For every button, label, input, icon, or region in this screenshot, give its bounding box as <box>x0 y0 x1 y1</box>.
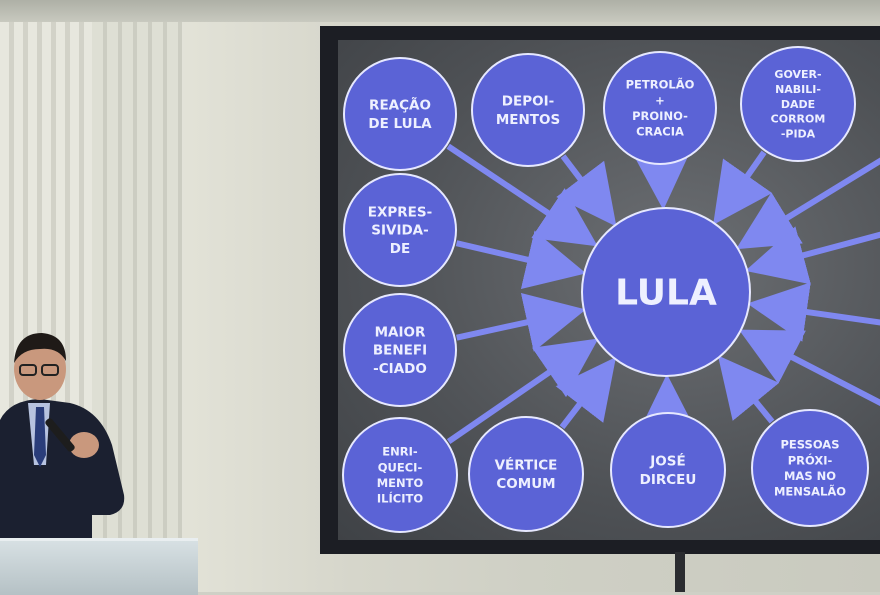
bubble-petrolao-label: PROINO- <box>632 109 688 123</box>
bubble-vertice-circle <box>469 417 583 531</box>
bubble-enriquecimento-label: QUECI- <box>378 460 423 474</box>
bubble-jose-label: JOSÉ <box>649 453 685 470</box>
bubble-enriquecimento-label: MENTO <box>377 476 424 490</box>
bubble-expressividade-label: EXPRES- <box>368 205 432 221</box>
ceiling-trim <box>0 0 880 22</box>
bubble-expressividade-label: SIVIDA- <box>371 223 428 239</box>
bubble-governabilidade-label: CORROM <box>771 113 826 126</box>
projection-screen: REAÇÃO DE LULA DEPOI- MENTOS PETROLÃO+ PROINO… <box>338 40 880 540</box>
bubble-reacao-label: REAÇÃO <box>369 97 431 114</box>
arrow-maior <box>457 312 574 338</box>
podium <box>0 538 198 595</box>
arrow-vertice <box>562 367 609 428</box>
bubble-reacao-label: DE LULA <box>368 116 432 132</box>
bubble-vertice-label: VÉRTICE <box>495 457 558 474</box>
bubble-jose-label: DIRCEU <box>640 472 697 488</box>
bubble-vertice: VÉRTICE COMUM <box>469 417 583 531</box>
bubble-petrolao: PETROLÃO+ PROINO-CRACIA <box>604 52 716 164</box>
bubble-depoimentos-label: DEPOI- <box>502 94 554 110</box>
bubble-governabilidade: GOVER- NABILI- DADE CORROM -PIDA <box>741 47 855 161</box>
bubble-enriquecimento-label: ENRI- <box>382 445 418 459</box>
bubble-expressividade: EXPRES- SIVIDA- DE <box>344 174 456 286</box>
bubble-maior-label: BENEFI <box>373 343 427 359</box>
bubble-center: LULA <box>582 208 750 376</box>
bubble-maior-label: -CIADO <box>373 361 427 377</box>
bubble-depoimentos-circle <box>472 54 584 166</box>
arrow-offscreen-2 <box>757 230 880 268</box>
bubble-pessoas-label: PRÓXI- <box>788 452 833 467</box>
bubble-enriquecimento-label: ILÍCITO <box>377 490 423 505</box>
arrow-petrolao <box>662 166 663 198</box>
bubble-petrolao-label: CRACIA <box>636 124 684 138</box>
arrow-pessoas <box>726 365 772 422</box>
bubble-pessoas-label: PESSOAS <box>781 438 840 452</box>
bubble-maior: MAIOR BENEFI -CIADO <box>344 294 456 406</box>
arrow-offscreen-1 <box>746 150 880 243</box>
bubble-governabilidade-label: DADE <box>781 98 815 111</box>
speaker-tie <box>34 407 46 467</box>
bubble-governabilidade-label: NABILI- <box>775 83 821 96</box>
screen-stand <box>675 552 685 592</box>
bubble-center-label: LULA <box>615 273 717 314</box>
speaker-figure <box>0 325 200 555</box>
bubble-petrolao-label: PETROLÃO <box>626 77 695 92</box>
arrow-offscreen-4 <box>749 335 880 412</box>
bubble-depoimentos-label: MENTOS <box>496 112 560 128</box>
bubble-pessoas-label: MENSALÃO <box>774 483 846 498</box>
bubble-jose-circle <box>611 413 725 527</box>
speaker-suit <box>0 399 124 540</box>
arrow-governabilidade <box>720 152 764 215</box>
bubble-reacao-circle <box>344 58 456 170</box>
bubble-depoimentos: DEPOI- MENTOS <box>472 54 584 166</box>
arrow-expressividade <box>456 243 574 270</box>
arrow-depoimentos <box>563 156 609 217</box>
bubble-governabilidade-label: -PIDA <box>781 128 816 141</box>
bubble-vertice-label: COMUM <box>496 476 555 492</box>
bubble-expressividade-label: DE <box>390 241 410 257</box>
bubble-jose: JOSÉ DIRCEU <box>611 413 725 527</box>
arrow-offscreen-3 <box>759 305 880 325</box>
bubble-pessoas-label: MAS NO <box>784 469 836 483</box>
bubble-reacao: REAÇÃO DE LULA <box>344 58 456 170</box>
bubble-petrolao-label: + <box>655 93 665 107</box>
slide-diagram: REAÇÃO DE LULA DEPOI- MENTOS PETROLÃO+ PROINO… <box>338 40 880 540</box>
bubble-governabilidade-label: GOVER- <box>774 68 821 81</box>
bubble-maior-label: MAIOR <box>375 325 426 341</box>
